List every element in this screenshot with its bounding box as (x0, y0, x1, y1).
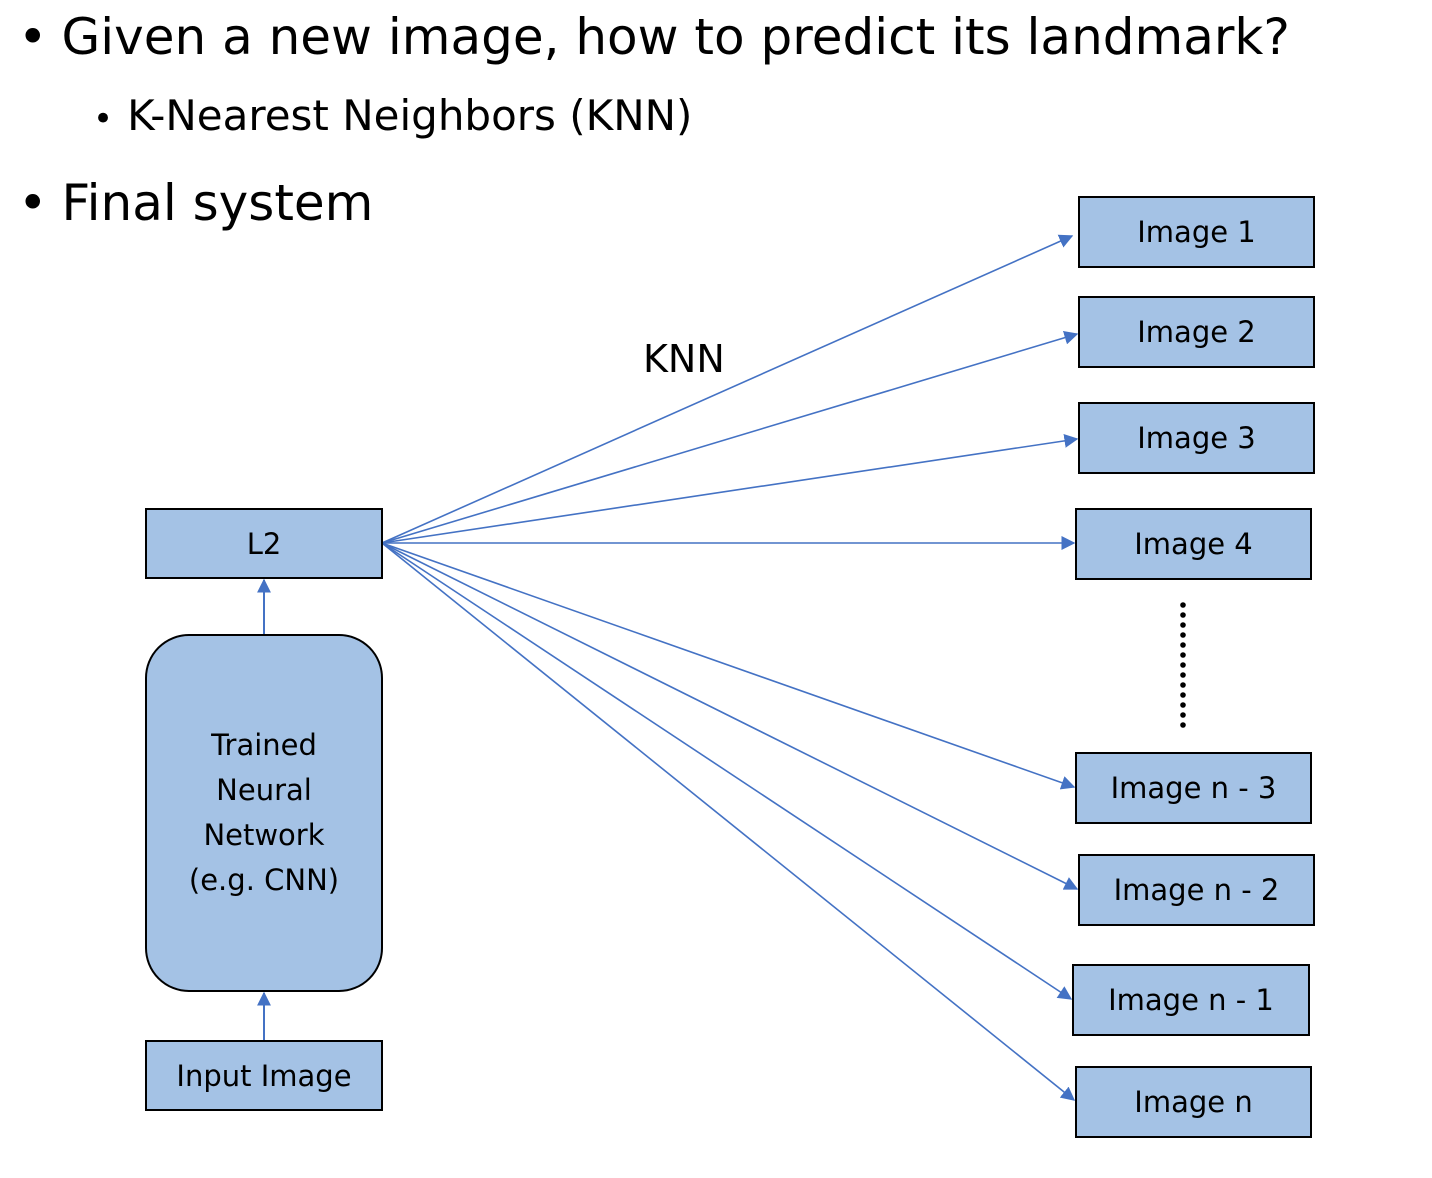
arrow-l2-to-image-1 (381, 234, 1074, 544)
question-text: Given a new image, how to predict its la… (61, 8, 1290, 66)
bullet-question: •Given a new image, how to predict its l… (18, 12, 1290, 62)
l2-box: L2 (145, 508, 383, 579)
bullet-sub-answer: •K-Nearest Neighbors (KNN) (93, 95, 692, 137)
neural-network-box: Trained Neural Network (e.g. CNN) (145, 634, 383, 992)
output-image-box: Image 3 (1078, 402, 1315, 474)
output-image-box: Image n - 3 (1075, 752, 1312, 824)
bullet-glyph: • (18, 8, 48, 66)
output-image-box: Image 1 (1078, 196, 1315, 268)
output-image-box: Image 2 (1078, 296, 1315, 368)
knn-edge-label: KNN (643, 337, 725, 381)
arrow-l2-to-image-n-2 (381, 542, 1079, 890)
bullet-glyph: • (18, 174, 48, 232)
vertical-ellipsis (1180, 602, 1186, 728)
knn-answer-text: K-Nearest Neighbors (KNN) (127, 91, 693, 140)
output-image-box: Image n - 2 (1078, 854, 1315, 926)
arrow-l2-to-image-3 (381, 433, 1079, 544)
output-image-box: Image 4 (1075, 508, 1312, 580)
bullet-glyph: • (93, 99, 114, 139)
bullet-final-system: •Final system (18, 178, 373, 228)
arrow-l2-to-image-n-1 (381, 542, 1073, 1000)
arrow-l2-to-image-2 (381, 330, 1079, 544)
arrow-l2-to-image-n (381, 542, 1076, 1101)
output-image-box: Image n - 1 (1072, 964, 1310, 1036)
input-image-box: Input Image (145, 1040, 383, 1111)
final-system-text: Final system (61, 174, 374, 232)
arrow-l2-to-image-n-3 (381, 542, 1076, 790)
output-image-box: Image n (1075, 1066, 1312, 1138)
